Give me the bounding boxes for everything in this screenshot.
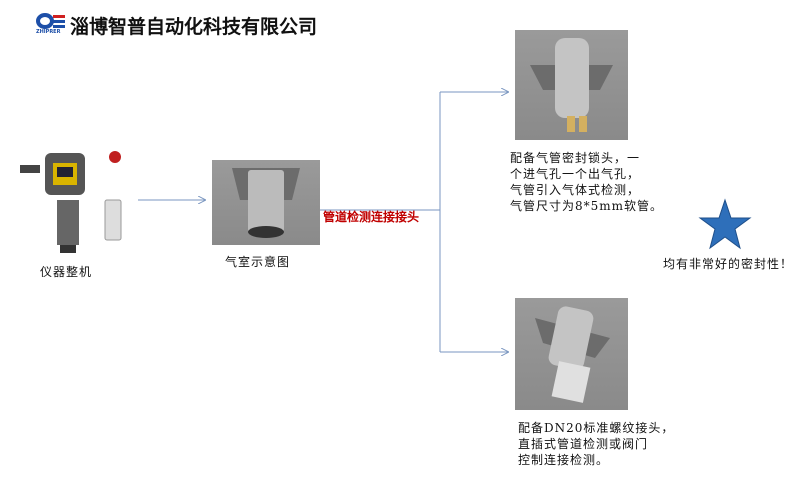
gas-chamber-image <box>212 160 320 245</box>
company-name: 淄博智普自动化科技有限公司 <box>70 16 318 38</box>
gas-chamber-label: 气室示意图 <box>225 255 291 269</box>
dn20-thread-connector-image <box>515 298 628 410</box>
logo-icon <box>36 13 65 29</box>
company-logo: ZHIPRER <box>36 12 66 36</box>
text-line: 配备DN20标准螺纹接头， <box>518 421 675 435</box>
text-line: 直插式管道检测或阀门 <box>518 437 649 451</box>
sealing-note: 均有非常好的密封性！ <box>663 257 794 271</box>
seal-lock-connector-image <box>515 30 628 140</box>
device-image <box>15 145 135 257</box>
text-line: 配备气管密封锁头，一 <box>510 151 641 165</box>
connector-label: 管道检测连接接头 <box>323 210 420 224</box>
option-bottom-text: 配备DN20标准螺纹接头， 直插式管道检测或阀门 控制连接检测。 <box>518 420 674 468</box>
text-line: 气管引入气体式检测， <box>510 183 641 197</box>
text-line: 控制连接检测。 <box>518 453 610 467</box>
text-line: 个进气孔一个出气孔， <box>510 167 641 181</box>
text-line: 气管尺寸为8*5mm软管。 <box>510 199 664 213</box>
star-icon <box>698 198 752 250</box>
option-top-text: 配备气管密封锁头，一 个进气孔一个出气孔， 气管引入气体式检测， 气管尺寸为8*… <box>510 150 663 214</box>
logo-text: ZHIPRER <box>36 29 61 35</box>
device-label: 仪器整机 <box>40 265 93 279</box>
